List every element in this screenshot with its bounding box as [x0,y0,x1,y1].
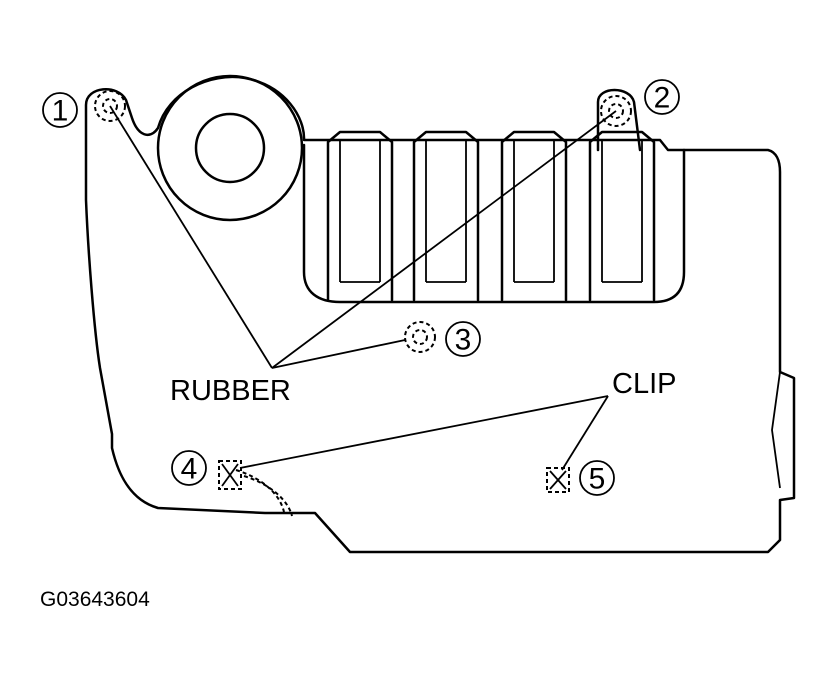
svg-text:3: 3 [455,324,472,357]
engine-cover-outline [84,75,796,554]
svg-text:1: 1 [52,95,69,128]
hidden-edge [243,475,293,517]
marker-2: 2 [644,79,680,115]
clip-label: CLIP [612,368,676,400]
rubber-leaders [109,105,617,369]
rubber-mount-2 [600,95,632,127]
rubber-mount-1 [94,90,126,122]
marker-5: 5 [579,460,615,496]
svg-text:4: 4 [181,453,198,486]
marker-4: 4 [171,450,207,486]
intake-runners [326,130,656,302]
runner-2 [412,130,480,302]
clip-leaders [239,395,609,471]
filler-cap-inner [194,112,266,184]
clip-5 [546,467,570,493]
mount-boss-2 [596,88,642,152]
runner-1 [326,130,394,302]
intake-recess [302,143,686,304]
runner-4 [588,130,656,302]
clip-4 [218,460,242,490]
marker-1: 1 [42,92,78,128]
svg-text:2: 2 [654,82,671,115]
marker-3: 3 [445,321,481,357]
rubber-label: RUBBER [170,375,291,407]
svg-text:5: 5 [589,463,606,496]
figure-code: G03643604 [40,588,150,611]
rubber-mount-3 [404,321,436,353]
filler-cap-outer [156,74,304,222]
runner-3 [500,130,568,302]
side-notch [771,371,781,489]
